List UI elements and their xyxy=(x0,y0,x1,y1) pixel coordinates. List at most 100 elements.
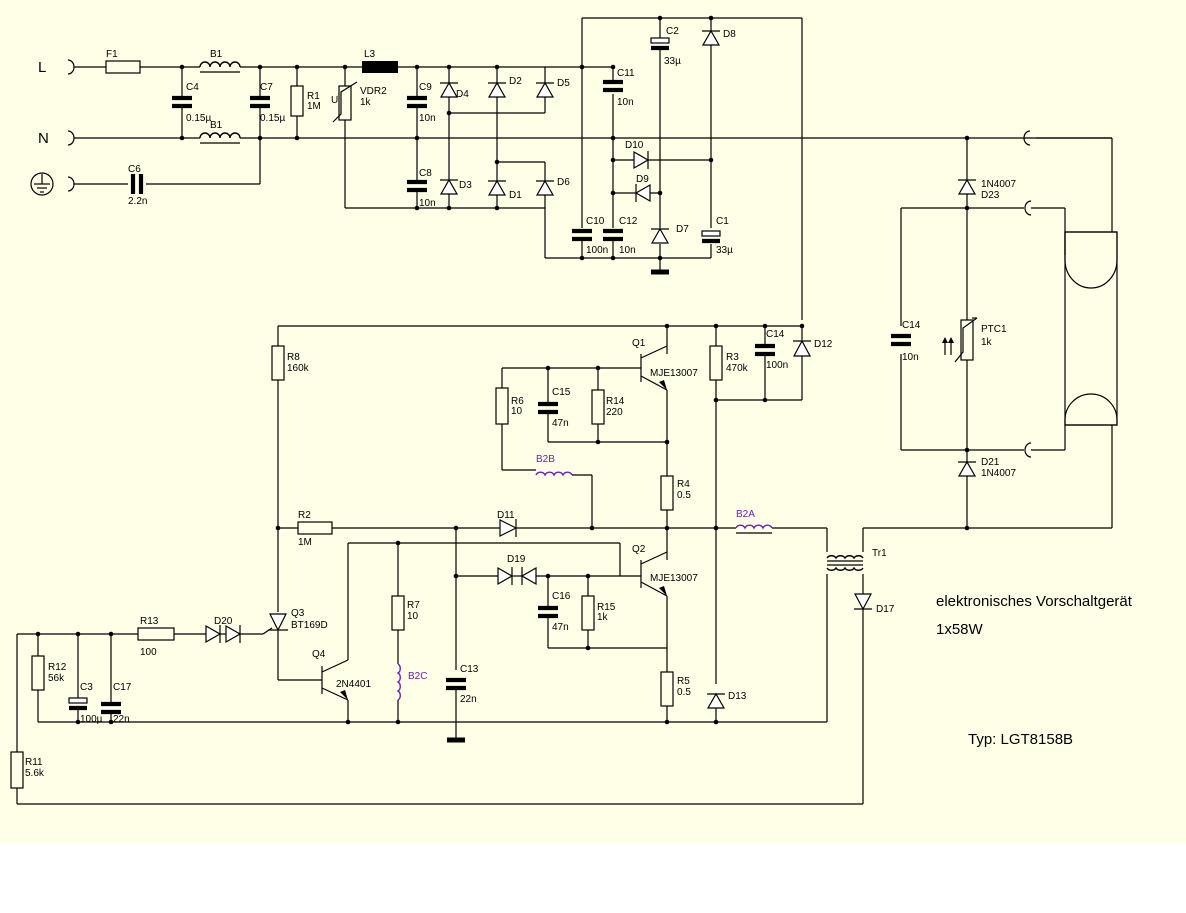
c15-label: C15 xyxy=(552,387,571,398)
d13-label: D13 xyxy=(728,691,747,702)
diode-d1 xyxy=(487,179,507,196)
d11-label: D11 xyxy=(497,510,515,521)
d9-label: D9 xyxy=(636,174,649,185)
transformer-tr1 xyxy=(826,555,864,571)
d2-label: D2 xyxy=(509,76,522,87)
diode-d6 xyxy=(535,179,555,196)
c9-label: C9 xyxy=(419,82,432,93)
diode-d4 xyxy=(439,81,459,98)
d19-label: D19 xyxy=(507,554,526,565)
c13-label: C13 xyxy=(460,664,479,675)
d10-label: D10 xyxy=(625,140,644,151)
diode-d12 xyxy=(793,339,811,357)
r3-label: R3 xyxy=(726,352,739,363)
q2-collector xyxy=(640,551,668,565)
thyristor-q3 xyxy=(262,613,288,635)
terminal-l-label: L xyxy=(38,59,46,76)
c4-value: 0.15µ xyxy=(186,113,211,124)
r4-label: R4 xyxy=(677,479,690,490)
r2-value: 1M xyxy=(298,537,312,548)
c1-value: 33µ xyxy=(716,245,733,256)
c3-value: 100µ xyxy=(80,714,103,725)
d5-label: D5 xyxy=(557,78,570,89)
b2a-label: B2A xyxy=(736,509,755,520)
r2-label: R2 xyxy=(298,510,311,521)
vdr2-u-label: U xyxy=(331,95,338,106)
q2-emitter xyxy=(640,581,668,597)
r13-label: R13 xyxy=(140,616,159,627)
r3-value: 470k xyxy=(726,363,749,374)
d23-label: D23 xyxy=(981,190,1000,201)
d4-label: D4 xyxy=(456,89,469,100)
r12-label: R12 xyxy=(48,662,67,673)
d21-value: 1N4007 xyxy=(981,468,1016,479)
title-line2: 1x58W xyxy=(936,621,984,638)
r7-value: 10 xyxy=(407,611,419,622)
fuse-f1 xyxy=(105,60,141,74)
resistor-r15 xyxy=(581,595,595,631)
q4-emitter xyxy=(321,687,349,701)
c17-label: C17 xyxy=(113,682,132,693)
c9-value: 10n xyxy=(419,113,436,124)
input-wiring xyxy=(74,66,1112,258)
diode-d3 xyxy=(439,178,459,195)
diode-d21 xyxy=(957,460,977,477)
resistor-r13 xyxy=(137,627,175,641)
resistor-r14 xyxy=(591,389,605,425)
terminal-n-label: N xyxy=(38,130,49,147)
d3-label: D3 xyxy=(459,180,472,191)
r13-value: 100 xyxy=(140,647,157,658)
c11-value: 10n xyxy=(617,97,634,108)
d12-label: D12 xyxy=(814,339,833,350)
varistor-vdr2 xyxy=(338,85,352,121)
light-arrows-icon xyxy=(942,337,954,355)
resistor-r1 xyxy=(290,85,304,117)
c14-label: C14 xyxy=(766,329,785,340)
r6-value: 10 xyxy=(511,406,523,417)
c6-label: C6 xyxy=(128,164,141,175)
diode-d5 xyxy=(535,81,555,98)
c2-label: C2 xyxy=(666,26,679,37)
q3-label: Q3 xyxy=(291,608,305,619)
c14r-label: C14 xyxy=(902,320,921,331)
r12-value: 56k xyxy=(48,673,65,684)
r15-label: R15 xyxy=(597,602,616,613)
resistor-r11 xyxy=(10,751,24,789)
r11-value: 5.6k xyxy=(25,768,45,779)
c17-value: 22n xyxy=(113,714,130,725)
c7-label: C7 xyxy=(260,82,273,93)
d8-label: D8 xyxy=(723,29,736,40)
resistor-r5 xyxy=(660,671,674,707)
diode-d9 xyxy=(634,183,651,203)
d20-label: D20 xyxy=(214,616,233,627)
filament-socket-top xyxy=(1024,200,1032,216)
notes: elektronisches Vorschaltgerät 1x58W Typ:… xyxy=(936,593,1133,748)
q4-collector xyxy=(321,659,349,673)
c4-label: C4 xyxy=(186,82,199,93)
input-components: F1 B1 B1 C4 0.15µ C7 0.15µ R1 1M U VDR2 … xyxy=(105,49,570,211)
ptc1-value: 1k xyxy=(981,337,993,348)
c12-label: C12 xyxy=(619,216,638,227)
resistor-r8 xyxy=(271,345,285,381)
r1-label: R1 xyxy=(307,91,320,102)
resistor-r4 xyxy=(660,475,674,511)
winding-b2a xyxy=(735,524,773,530)
r7-label: R7 xyxy=(407,600,420,611)
diode-d2 xyxy=(487,81,507,98)
c1-label: C1 xyxy=(716,216,729,227)
winding-b2b xyxy=(535,471,573,477)
tube-filament-top xyxy=(1064,231,1118,289)
c8-value: 10n xyxy=(419,198,436,209)
r14-value: 220 xyxy=(606,407,623,418)
inverter-section: R8 160k Q1 MJE13007 R6 10 C15 47n R14 22… xyxy=(10,323,895,805)
c3-label: C3 xyxy=(80,682,93,693)
diode-d10 xyxy=(633,150,650,170)
f1-label: F1 xyxy=(106,49,118,60)
c13-value: 22n xyxy=(460,694,477,705)
c10-label: C10 xyxy=(586,216,605,227)
b2b-label: B2B xyxy=(536,454,555,465)
c16-label: C16 xyxy=(552,591,571,602)
r4-value: 0.5 xyxy=(677,490,691,501)
earth-icon xyxy=(30,172,54,196)
